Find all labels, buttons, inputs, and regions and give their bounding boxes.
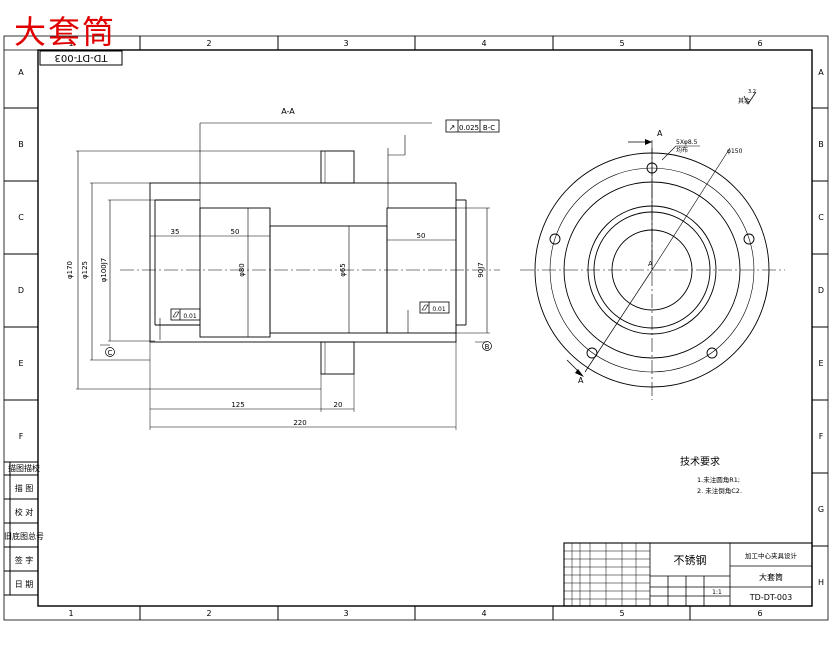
section-title: A-A xyxy=(281,107,295,116)
dim-d125: φ125 xyxy=(81,261,89,279)
row-label-right-g: G xyxy=(818,505,824,514)
tech-req-item-1: 1.未注圆角R1; xyxy=(697,475,740,484)
left-strip-3: 校 对 xyxy=(15,507,34,517)
bore-step-3 xyxy=(386,207,457,334)
title-part-name: 大套筒 xyxy=(759,572,783,582)
datum-b-circle xyxy=(482,341,492,351)
bolt-hole-4 xyxy=(586,347,598,359)
drawing-number-top: TD-DT-003 xyxy=(54,52,108,63)
datum-b-label: B xyxy=(485,343,490,351)
section-view: A-A xyxy=(76,107,500,430)
row-label-right-e: E xyxy=(818,359,823,368)
row-label-left-f: F xyxy=(19,432,24,441)
row-label-left-a: A xyxy=(18,68,24,77)
bolt-hole-2 xyxy=(743,233,755,245)
col-label-top-3: 3 xyxy=(343,39,348,48)
row-label-right-a: A xyxy=(818,68,824,77)
runout-datum: B-C xyxy=(483,124,495,132)
roughness-value: 3.2 xyxy=(748,89,756,95)
dim-l35: 35 xyxy=(171,228,180,236)
row-label-right-f: F xyxy=(819,432,824,441)
dim-d80: φ80 xyxy=(238,263,246,277)
flatness-symbol-right xyxy=(421,304,429,311)
runout-tolerance: 0.025 xyxy=(459,124,479,132)
col-label-bottom-6: 6 xyxy=(757,609,762,618)
row-label-left-c: C xyxy=(18,213,24,222)
end-view xyxy=(520,139,785,400)
center-label: A xyxy=(648,260,653,268)
flatness-frame-left xyxy=(170,308,201,321)
outer-border xyxy=(3,35,829,621)
row-label-left-e: E xyxy=(18,359,23,368)
dim-l20: 20 xyxy=(334,401,343,409)
bore-step-2 xyxy=(269,225,388,334)
col-label-top-4: 4 xyxy=(481,39,486,48)
dim-l50a: 50 xyxy=(231,228,240,236)
roughness-prefix: 其余 xyxy=(738,97,750,105)
col-label-bottom-5: 5 xyxy=(619,609,624,618)
section-mark-top: A xyxy=(657,129,663,138)
runout-symbol: ↗ xyxy=(449,123,456,132)
tech-req-item-2: 2. 未注倒角C2. xyxy=(697,486,742,495)
dim-l125: 125 xyxy=(231,401,244,409)
hole-note-1: 5Xφ8.5 xyxy=(676,139,698,146)
dim-d170: φ170 xyxy=(66,261,74,279)
hole-note-2: 均布 xyxy=(676,146,688,154)
section-mark-bottom: A xyxy=(578,376,584,385)
title-scale: 1:1 xyxy=(712,589,722,596)
roughness-symbol xyxy=(743,91,757,105)
flatness-symbol-left xyxy=(172,311,180,318)
left-strip-6: 日 期 xyxy=(15,580,34,589)
runout-frame xyxy=(445,119,500,133)
dim-d65: φ65 xyxy=(339,263,347,277)
col-label-top-5: 5 xyxy=(619,39,624,48)
left-strip-4: 旧底图总号 xyxy=(4,531,44,541)
datum-c-circle xyxy=(105,347,115,357)
drawing-number-box xyxy=(39,50,123,66)
col-label-top-6: 6 xyxy=(757,39,762,48)
title-org: 加工中心夹具设计 xyxy=(745,551,798,560)
row-label-left-d: D xyxy=(18,286,24,295)
left-strip-1: 描图描校 xyxy=(8,463,40,473)
title-drawing-number: TD-DT-003 xyxy=(749,593,792,602)
title-block xyxy=(563,542,813,607)
pcd-label: φ150 xyxy=(727,148,743,155)
col-label-top-2: 2 xyxy=(206,39,211,48)
dim-d100j7: φ100J7 xyxy=(100,258,108,283)
dim-d90j7: 90J7 xyxy=(477,262,485,277)
bolt-hole-5 xyxy=(549,233,561,245)
dim-l50b: 50 xyxy=(417,232,426,240)
row-label-right-c: C xyxy=(818,213,824,222)
title-material: 不锈钢 xyxy=(674,554,707,567)
bolt-hole-1 xyxy=(646,162,658,174)
bottom-boss xyxy=(320,341,355,375)
flatness-frame-right xyxy=(419,301,450,314)
row-label-right-b: B xyxy=(818,140,824,149)
stamp-title: 大套筒 xyxy=(14,13,117,51)
flatness-left-value: 0.01 xyxy=(183,313,197,320)
left-strip-5: 签 字 xyxy=(15,555,34,565)
row-label-right-d: D xyxy=(818,286,824,295)
tech-req-title: 技术要求 xyxy=(680,455,720,468)
bolt-hole-3 xyxy=(706,347,718,359)
row-label-right-h: H xyxy=(818,578,824,587)
datum-c-label: C xyxy=(108,349,113,357)
flatness-right-value: 0.01 xyxy=(432,306,446,313)
top-boss xyxy=(320,150,355,184)
dim-l220: 220 xyxy=(293,419,306,427)
col-label-bottom-3: 3 xyxy=(343,609,348,618)
inner-border xyxy=(37,49,813,607)
col-label-top-1: 1 xyxy=(68,39,73,48)
col-label-bottom-1: 1 xyxy=(68,609,73,618)
col-label-bottom-2: 2 xyxy=(206,609,211,618)
col-label-bottom-4: 4 xyxy=(481,609,486,618)
left-strip-2: 描 图 xyxy=(15,483,34,493)
row-label-left-b: B xyxy=(18,140,24,149)
